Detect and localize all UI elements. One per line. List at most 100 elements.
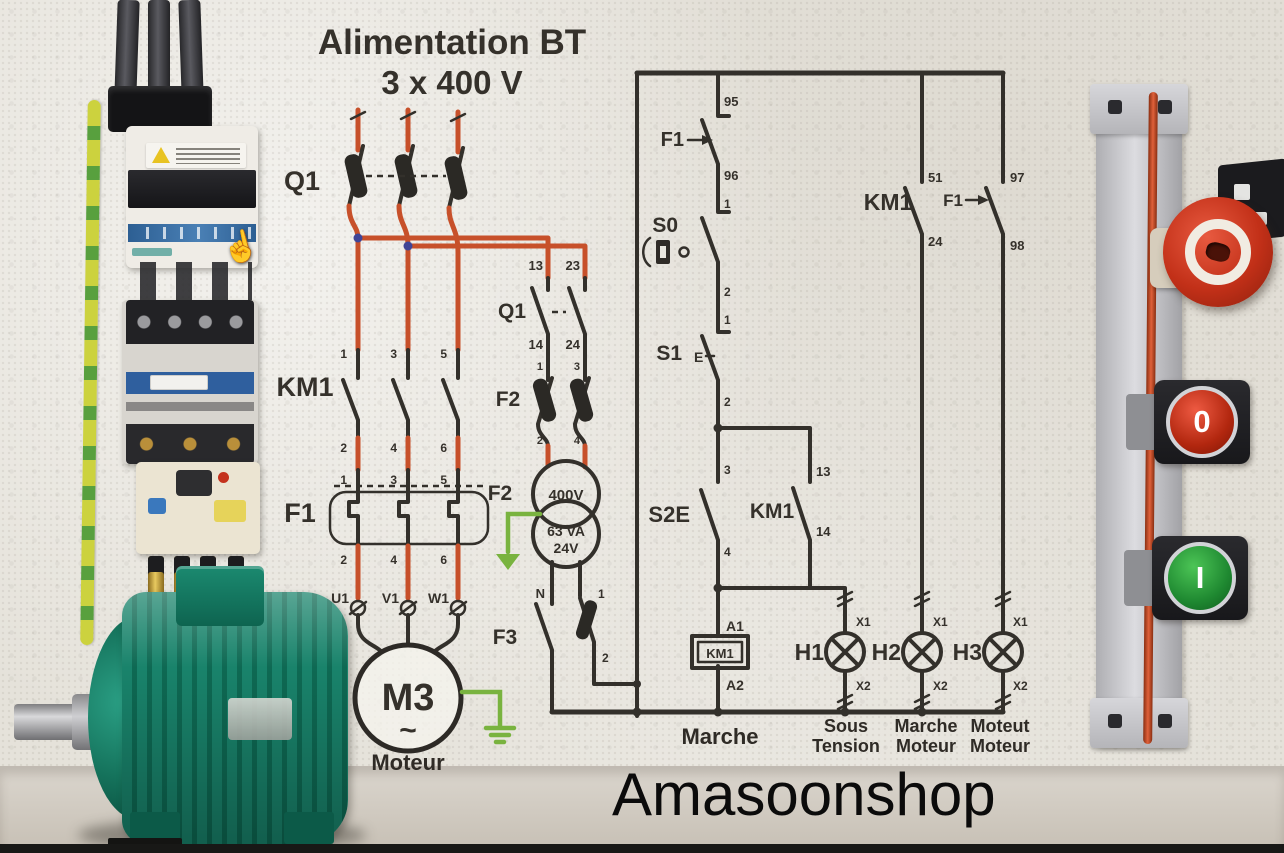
breaker-terminal-marks [132, 227, 252, 239]
q1-power-label: Q1 [284, 166, 320, 196]
km1-term: 6 [440, 441, 447, 455]
q1-aux-term: 13 [529, 258, 543, 273]
schematic-title-line1: Alimentation BT [318, 23, 586, 62]
junction-dot [403, 241, 413, 251]
s1-label: S1 [656, 342, 682, 365]
lamp-term: X1 [933, 615, 948, 629]
lamp-h3 [982, 631, 1024, 714]
f2-term: 4 [574, 435, 581, 447]
contactor-label-window [150, 375, 208, 390]
h3-caption-line1: Moteut [971, 716, 1030, 736]
watermark-text: Amasoonshop [612, 761, 996, 828]
overload-yellow-label [214, 500, 246, 522]
s2e-term: 4 [724, 545, 731, 559]
f3-term: 2 [602, 651, 609, 665]
f3-label: F3 [493, 626, 518, 649]
transformer-secondary [531, 499, 601, 569]
mount-screw [1158, 100, 1172, 114]
bottom-dark-bar [0, 844, 1284, 853]
q1-fuse-pole2 [394, 154, 418, 198]
s1-actuator: E [694, 349, 703, 365]
motor-foot [284, 812, 334, 844]
s0-label: S0 [652, 214, 678, 237]
lamp-term: X2 [933, 679, 948, 693]
h2-caption-line1: Marche [894, 716, 957, 736]
s0-term: 2 [724, 285, 731, 299]
earth-symbol [496, 554, 520, 570]
mount-screw [1158, 714, 1172, 728]
h3-label: H3 [953, 639, 982, 665]
m3-label: M3 [382, 677, 435, 719]
q1-fuse-pole3 [444, 156, 468, 200]
transformer-primary [531, 459, 601, 529]
f1-power-label: F1 [284, 498, 316, 528]
q1-aux-term: 14 [529, 337, 544, 352]
f1-term: 4 [390, 553, 397, 567]
f2-term: 2 [537, 435, 543, 447]
bracket-hole [1234, 184, 1250, 200]
f2-term: 3 [574, 361, 580, 373]
h2-label: H2 [872, 639, 901, 665]
q1-fuse-pole1 [344, 154, 368, 198]
v1-label: V1 [382, 590, 399, 606]
f3-term: 1 [598, 587, 605, 601]
f1-term: 5 [440, 473, 447, 487]
schematic-title-line2: 3 x 400 V [381, 64, 522, 101]
h1-caption-line2: Tension [812, 736, 880, 756]
stop-button: 0 [1166, 386, 1238, 458]
lamp-h2 [901, 631, 943, 714]
f1-term: 6 [440, 553, 447, 567]
f1-term: 3 [390, 473, 397, 487]
coil-term: A1 [726, 618, 744, 634]
control-ladder [549, 70, 1024, 718]
transformer-earth-wire [505, 511, 543, 555]
km1-signal-term: 24 [928, 234, 943, 249]
overload-test-button [218, 472, 229, 483]
motor-earth [459, 689, 517, 745]
power-circuit [328, 107, 588, 754]
s1-term: 2 [724, 395, 731, 409]
breaker-to-contactor-wires [140, 262, 252, 306]
f1-signal-term: 97 [1010, 170, 1024, 185]
km1-power-label: KM1 [276, 372, 333, 402]
km1-aux-term: 13 [816, 464, 830, 479]
motor-symbol [352, 642, 464, 754]
s1-term: 1 [724, 313, 731, 327]
km1-aux-label: KM1 [750, 500, 795, 523]
estop-white-ring [1185, 219, 1251, 285]
mount-screw [1108, 714, 1122, 728]
q1-aux-term: 23 [566, 258, 580, 273]
f1-nc-term: 96 [724, 168, 738, 183]
s0-term: 1 [724, 197, 731, 211]
f2-fuse2 [569, 378, 594, 422]
h1-caption-line1: Sous [824, 716, 868, 736]
s2e-term: 3 [724, 463, 731, 477]
lamp-term: X1 [1013, 615, 1028, 629]
km1-term: 1 [340, 347, 347, 361]
km1-term: 4 [390, 441, 397, 455]
f2-fuse1 [532, 378, 557, 422]
h1-label: H1 [795, 639, 825, 665]
f1-nc-label: F1 [661, 129, 684, 151]
coil-term: A2 [726, 677, 744, 693]
motor-terminal-box [176, 566, 264, 626]
mount-screw [1108, 100, 1122, 114]
junction-dot [353, 233, 363, 243]
km1-term: 2 [340, 441, 347, 455]
h3-caption-line2: Moteur [970, 736, 1030, 756]
marche-caption: Marche [681, 724, 758, 749]
overload-dial [176, 470, 212, 496]
m3-wave: ~ [399, 714, 417, 747]
f1-signal-term: 98 [1010, 238, 1024, 253]
tx-secondary-voltage: 24V [554, 540, 580, 556]
cable-lug-block [108, 86, 212, 132]
q1-aux-label: Q1 [498, 300, 526, 323]
km1-signal-label: KM1 [864, 189, 913, 215]
f1-signal-label: F1 [943, 191, 963, 210]
transformer-label: F2 [488, 482, 513, 505]
contactor-top-terminals [126, 300, 254, 344]
w1-label: W1 [428, 590, 449, 606]
f2-term: 1 [537, 361, 543, 373]
